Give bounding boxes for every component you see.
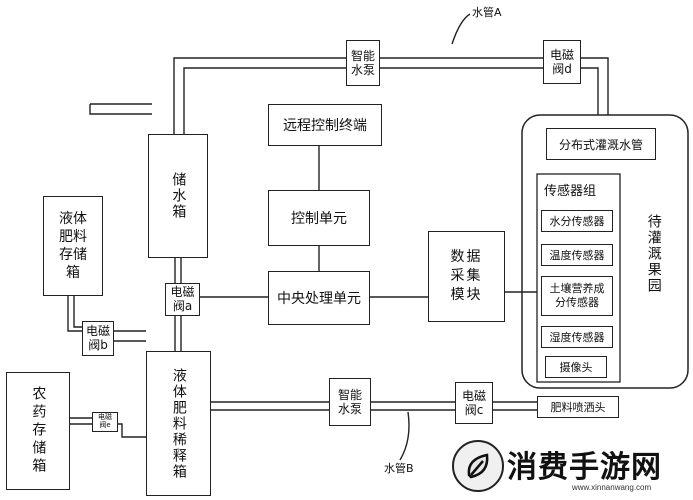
- camera-label: 摄像头: [559, 361, 593, 374]
- liquid-fertilizer-dilution-tank-label: 液体肥料稀释箱: [170, 367, 187, 480]
- soil-nutrient-sensor-label: 土壤营养成分传感器: [549, 281, 605, 309]
- control-unit: 控制单元: [268, 190, 370, 246]
- fertilizer-sprayer-label: 肥料喷洒头: [550, 401, 606, 414]
- humidity-sensor-label: 湿度传感器: [549, 331, 605, 344]
- valve-c-label: 电磁阀c: [461, 388, 486, 417]
- data-acquisition-module: 数据采集模块: [428, 231, 505, 322]
- central-processing-unit: 中央处理单元: [268, 271, 370, 325]
- valve-e-label: 电磁阀e: [98, 413, 112, 429]
- valve-e: 电磁阀e: [92, 412, 118, 432]
- valve-b: 电磁阀b: [82, 321, 114, 356]
- leaf-logo-icon: [452, 440, 504, 492]
- smart-pump-top: 智能水泵: [346, 40, 380, 86]
- distributed-irrigation-pipe-label: 分布式灌溉水管: [558, 137, 643, 152]
- camera: 摄像头: [545, 356, 607, 378]
- central-processing-unit-label: 中央处理单元: [277, 291, 361, 307]
- liquid-fertilizer-dilution-tank: 液体肥料稀释箱: [146, 351, 211, 496]
- smart-pump-top-label: 智能水泵: [350, 48, 375, 77]
- pesticide-storage: 农药存储箱: [6, 372, 70, 490]
- distributed-irrigation-pipe: 分布式灌溉水管: [546, 128, 656, 160]
- data-acquisition-module-label: 数据采集模块: [450, 249, 483, 303]
- valve-d: 电磁阀d: [543, 40, 581, 84]
- valve-c: 电磁阀c: [455, 382, 493, 424]
- remote-control-terminal: 远程控制终端: [268, 104, 382, 146]
- valve-d-label: 电磁阀d: [549, 47, 574, 76]
- smart-pump-bottom: 智能水泵: [329, 378, 371, 426]
- smart-pump-bottom-label: 智能水泵: [337, 387, 362, 416]
- water-pipe-a-label: 水管A: [472, 6, 502, 19]
- moisture-sensor: 水分传感器: [541, 210, 613, 232]
- watermark: 消费手游网 www.xinnanwang.com: [452, 436, 690, 498]
- moisture-sensor-label: 水分传感器: [549, 215, 605, 228]
- humidity-sensor: 湿度传感器: [541, 326, 613, 348]
- liquid-fertilizer-storage: 液体肥料存储箱: [43, 196, 103, 296]
- fertilizer-sprayer: 肥料喷洒头: [537, 396, 619, 418]
- liquid-fertilizer-storage-label: 液体肥料存储箱: [59, 210, 87, 282]
- valve-a-label: 电磁阀a: [170, 285, 195, 313]
- water-tank: 储水箱: [148, 134, 208, 258]
- valve-a: 电磁阀a: [165, 283, 200, 316]
- watermark-url: www.xinnanwang.com: [572, 483, 652, 492]
- temperature-sensor: 温度传感器: [541, 244, 613, 266]
- sensor-group-title: 传感器组: [544, 184, 597, 199]
- water-pipe-b-label: 水管B: [384, 462, 414, 475]
- orchard-label: 待灌溉果园: [645, 214, 662, 294]
- remote-control-terminal-label: 远程控制终端: [283, 118, 367, 134]
- soil-nutrient-sensor: 土壤营养成分传感器: [541, 276, 613, 316]
- control-unit-label: 控制单元: [291, 211, 347, 227]
- temperature-sensor-label: 温度传感器: [549, 249, 605, 262]
- pesticide-storage-label: 农药存储箱: [30, 386, 47, 476]
- valve-b-label: 电磁阀b: [85, 324, 110, 352]
- water-tank-label: 储水箱: [170, 172, 187, 220]
- watermark-title: 消费手游网: [507, 450, 662, 485]
